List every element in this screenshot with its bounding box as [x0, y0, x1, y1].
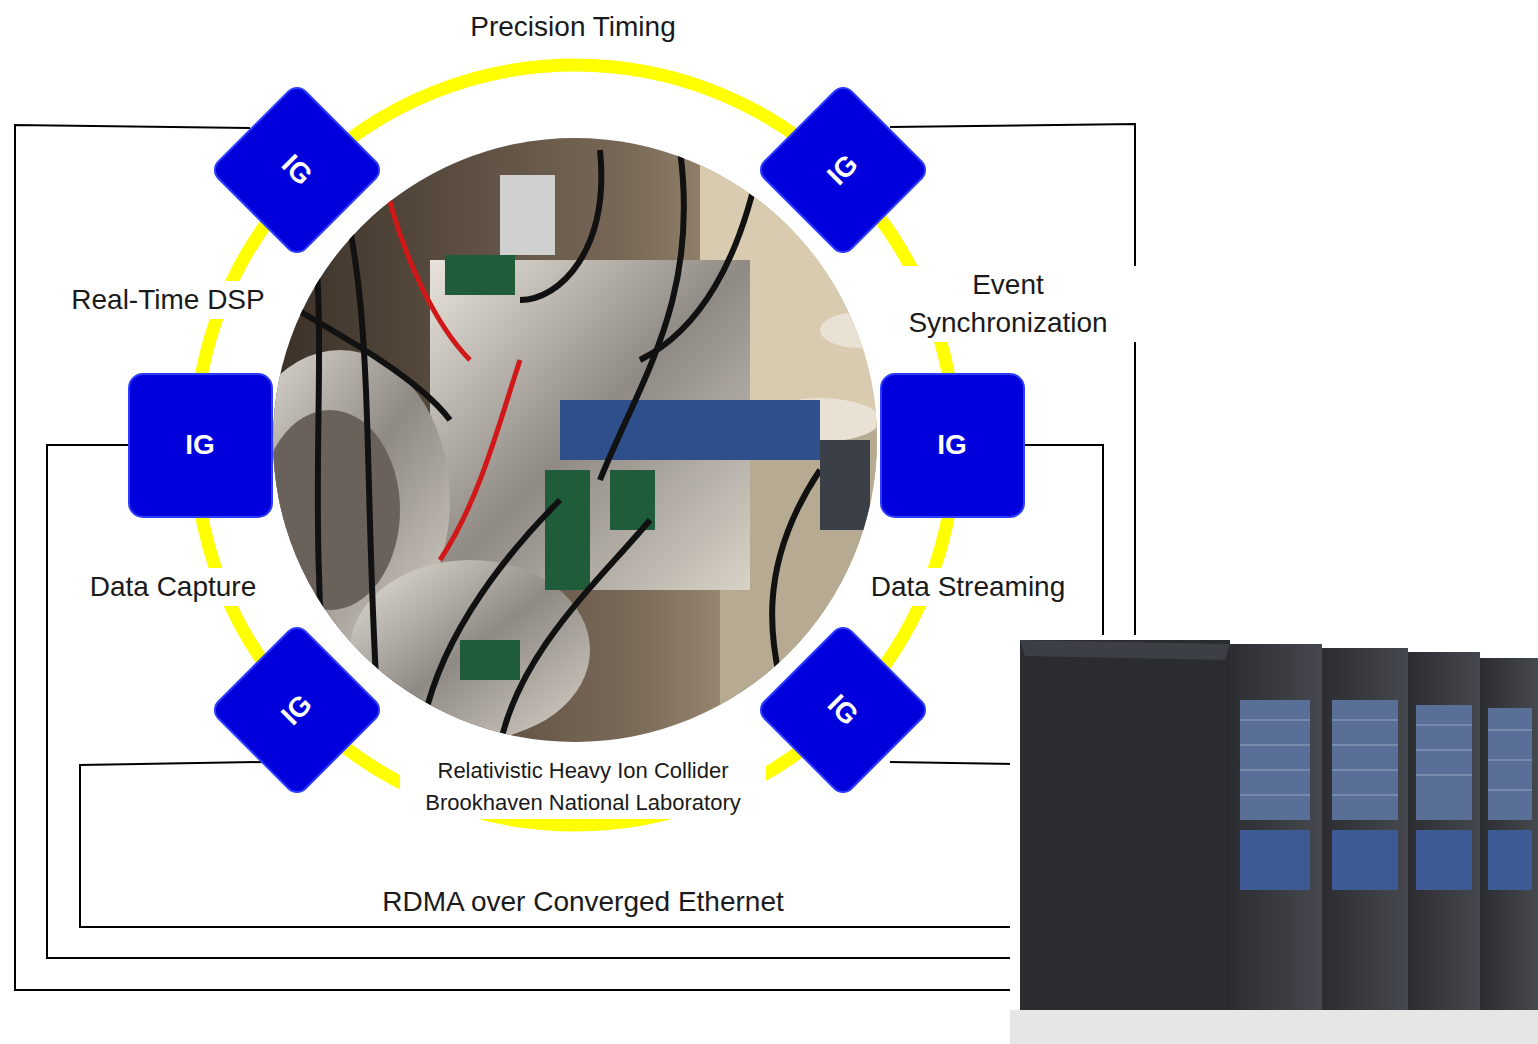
node-label: IG	[937, 431, 967, 459]
function-label: Data Capture	[87, 568, 260, 606]
ig-diamond: IG	[210, 83, 384, 257]
ig-diamond: IG	[756, 83, 930, 257]
ig-box: IG	[128, 373, 273, 518]
function-label: Real-Time DSP	[68, 281, 267, 319]
wire	[15, 124, 1135, 990]
ig-diamond: IG	[210, 623, 384, 797]
function-label: Data Streaming	[868, 568, 1069, 606]
ig-diamond: IG	[756, 623, 930, 797]
yellow-ring	[195, 65, 955, 825]
node-label: IG	[185, 431, 215, 459]
function-label: Precision Timing	[467, 8, 678, 46]
function-label: Relativistic Heavy Ion Collider Brookhav…	[400, 755, 766, 819]
function-label: Event Synchronization	[880, 266, 1136, 342]
server-rack	[1010, 635, 1538, 1044]
function-label: RDMA over Converged Ethernet	[379, 883, 787, 921]
ig-box: IG	[880, 373, 1025, 518]
